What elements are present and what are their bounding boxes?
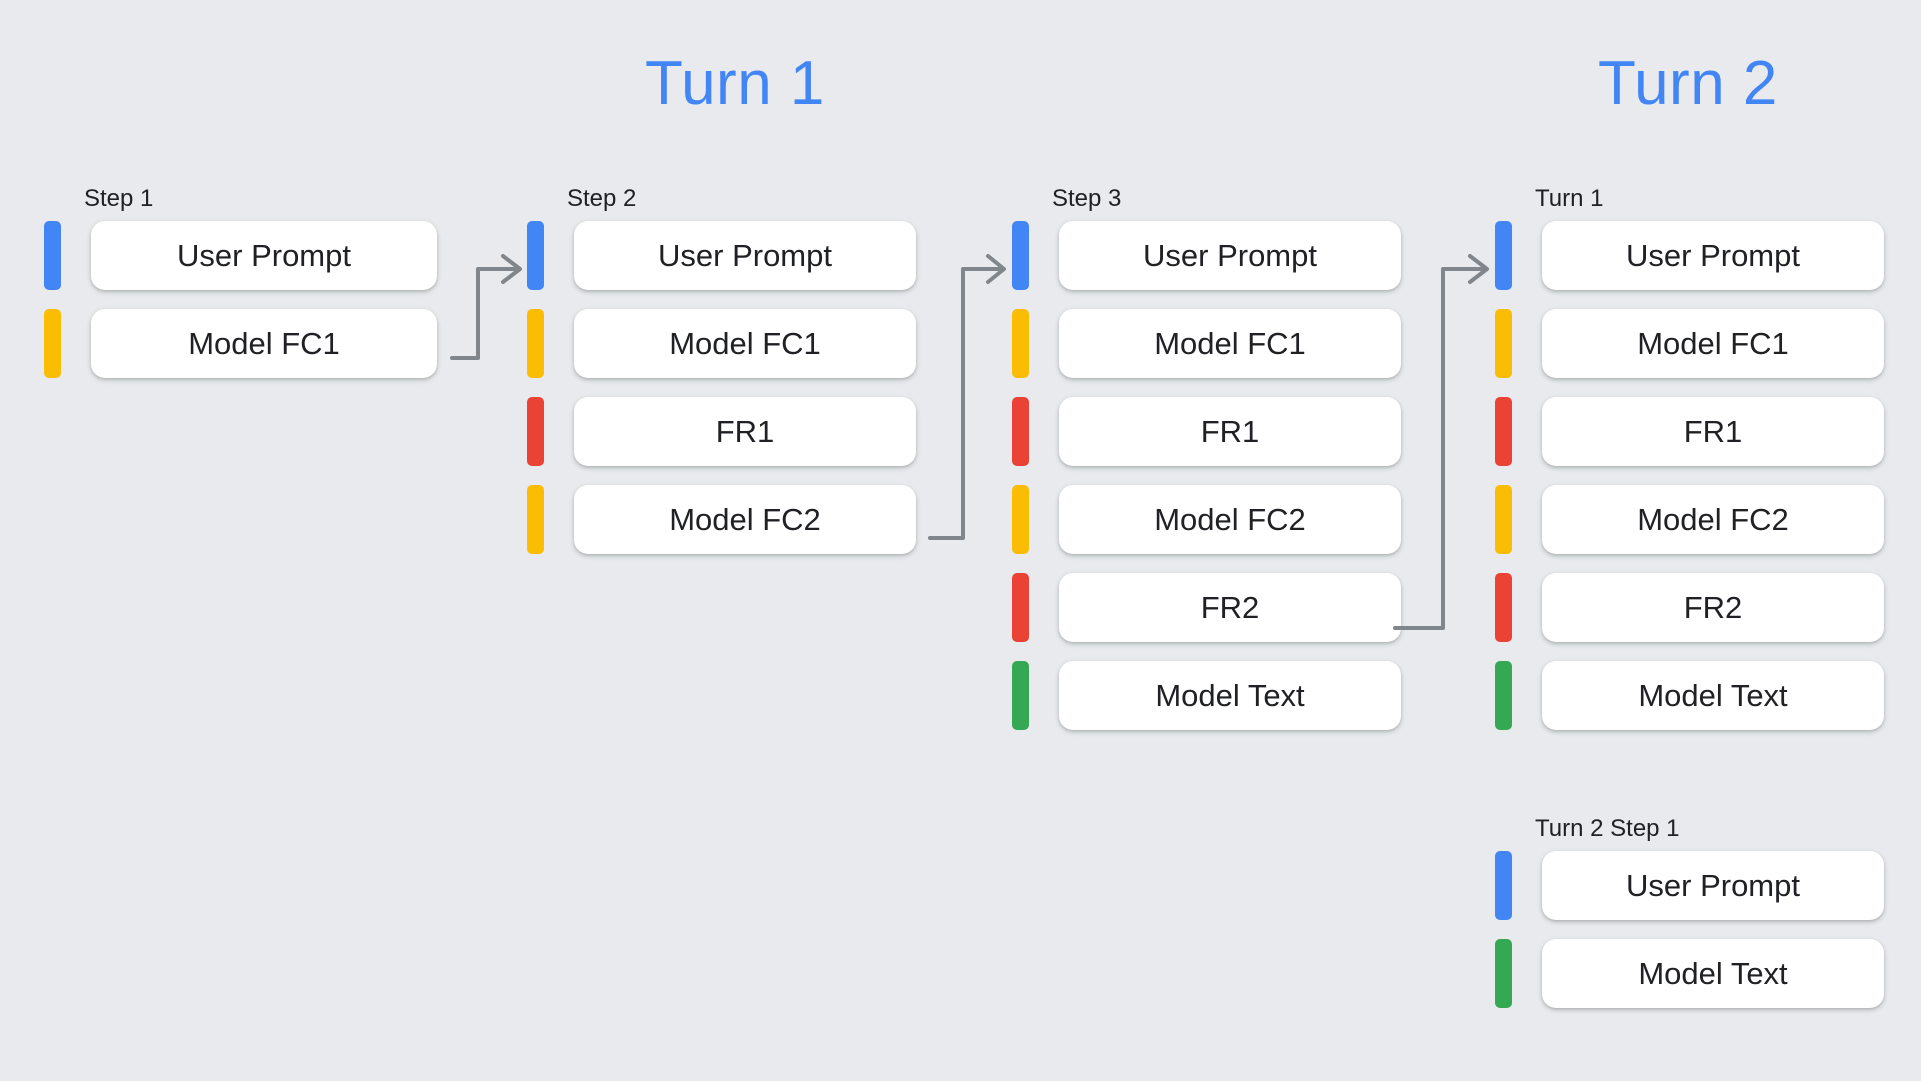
card-label[interactable]: FR1: [574, 397, 916, 466]
list-item[interactable]: FR1: [527, 397, 916, 466]
card-label[interactable]: Model FC1: [91, 309, 437, 378]
column-label-turn2-step1: Turn 2 Step 1: [1535, 815, 1680, 842]
role-bar-yellow: [1012, 485, 1029, 554]
column-label-step2: Step 2: [567, 185, 637, 212]
list-item[interactable]: FR2: [1012, 573, 1401, 642]
card-label[interactable]: User Prompt: [1542, 851, 1884, 920]
column-label-turn2-turn1: Turn 1: [1535, 185, 1604, 212]
role-bar-blue: [44, 221, 61, 290]
list-item[interactable]: User Prompt: [527, 221, 916, 290]
card-label[interactable]: Model FC1: [574, 309, 916, 378]
card-label[interactable]: Model Text: [1542, 939, 1884, 1008]
card-label[interactable]: Model FC2: [1542, 485, 1884, 554]
turn-2-title: Turn 2: [1598, 49, 1778, 118]
rows-turn2-turn1: User Prompt Model FC1 FR1 Model FC2 FR2 …: [1495, 221, 1884, 749]
card-label[interactable]: User Prompt: [1542, 221, 1884, 290]
role-bar-yellow: [527, 485, 544, 554]
card-label[interactable]: Model Text: [1542, 661, 1884, 730]
list-item[interactable]: User Prompt: [1495, 851, 1884, 920]
card-label[interactable]: FR2: [1542, 573, 1884, 642]
connector-arrowhead-step1-to-step2: [501, 254, 522, 284]
role-bar-green: [1495, 661, 1512, 730]
card-label[interactable]: User Prompt: [574, 221, 916, 290]
card-label[interactable]: Model FC2: [1059, 485, 1401, 554]
list-item[interactable]: User Prompt: [1012, 221, 1401, 290]
list-item[interactable]: Model FC2: [527, 485, 916, 554]
rows-step2: User Prompt Model FC1 FR1 Model FC2: [527, 221, 916, 573]
role-bar-blue: [1012, 221, 1029, 290]
list-item[interactable]: Model FC1: [1012, 309, 1401, 378]
list-item[interactable]: User Prompt: [1495, 221, 1884, 290]
card-label[interactable]: FR1: [1059, 397, 1401, 466]
connector-arrowhead-step2-to-step3: [986, 254, 1006, 284]
role-bar-yellow: [1012, 309, 1029, 378]
card-label[interactable]: Model FC1: [1542, 309, 1884, 378]
list-item[interactable]: Model FC1: [44, 309, 437, 378]
role-bar-red: [1495, 397, 1512, 466]
card-label[interactable]: User Prompt: [91, 221, 437, 290]
role-bar-blue: [1495, 221, 1512, 290]
role-bar-red: [1012, 573, 1029, 642]
card-label[interactable]: Model Text: [1059, 661, 1401, 730]
role-bar-yellow: [1495, 485, 1512, 554]
list-item[interactable]: Model FC2: [1495, 485, 1884, 554]
card-label[interactable]: Model FC1: [1059, 309, 1401, 378]
connector-step2-to-step3: [928, 267, 1004, 540]
list-item[interactable]: User Prompt: [44, 221, 437, 290]
list-item[interactable]: Model FC1: [1495, 309, 1884, 378]
role-bar-green: [1012, 661, 1029, 730]
card-label[interactable]: User Prompt: [1059, 221, 1401, 290]
list-item[interactable]: Model Text: [1495, 939, 1884, 1008]
role-bar-green: [1495, 939, 1512, 1008]
list-item[interactable]: FR2: [1495, 573, 1884, 642]
card-label[interactable]: Model FC2: [574, 485, 916, 554]
rows-step3: User Prompt Model FC1 FR1 Model FC2 FR2 …: [1012, 221, 1401, 749]
role-bar-yellow: [1495, 309, 1512, 378]
list-item[interactable]: Model FC2: [1012, 485, 1401, 554]
card-label[interactable]: FR1: [1542, 397, 1884, 466]
rows-turn2-step1: User Prompt Model Text: [1495, 851, 1884, 1027]
connector-step3-to-turn2: [1393, 267, 1487, 630]
role-bar-blue: [527, 221, 544, 290]
role-bar-red: [527, 397, 544, 466]
rows-step1: User Prompt Model FC1: [44, 221, 437, 397]
turn-1-title: Turn 1: [645, 49, 825, 118]
role-bar-red: [1012, 397, 1029, 466]
role-bar-yellow: [527, 309, 544, 378]
list-item[interactable]: FR1: [1012, 397, 1401, 466]
role-bar-blue: [1495, 851, 1512, 920]
list-item[interactable]: Model FC1: [527, 309, 916, 378]
list-item[interactable]: Model Text: [1012, 661, 1401, 730]
list-item[interactable]: Model Text: [1495, 661, 1884, 730]
column-label-step3: Step 3: [1052, 185, 1122, 212]
column-label-step1: Step 1: [84, 185, 154, 212]
connector-step1-to-step2: [450, 267, 520, 360]
role-bar-yellow: [44, 309, 61, 378]
card-label[interactable]: FR2: [1059, 573, 1401, 642]
connector-arrowhead-step3-to-turn2: [1468, 254, 1489, 284]
role-bar-red: [1495, 573, 1512, 642]
list-item[interactable]: FR1: [1495, 397, 1884, 466]
